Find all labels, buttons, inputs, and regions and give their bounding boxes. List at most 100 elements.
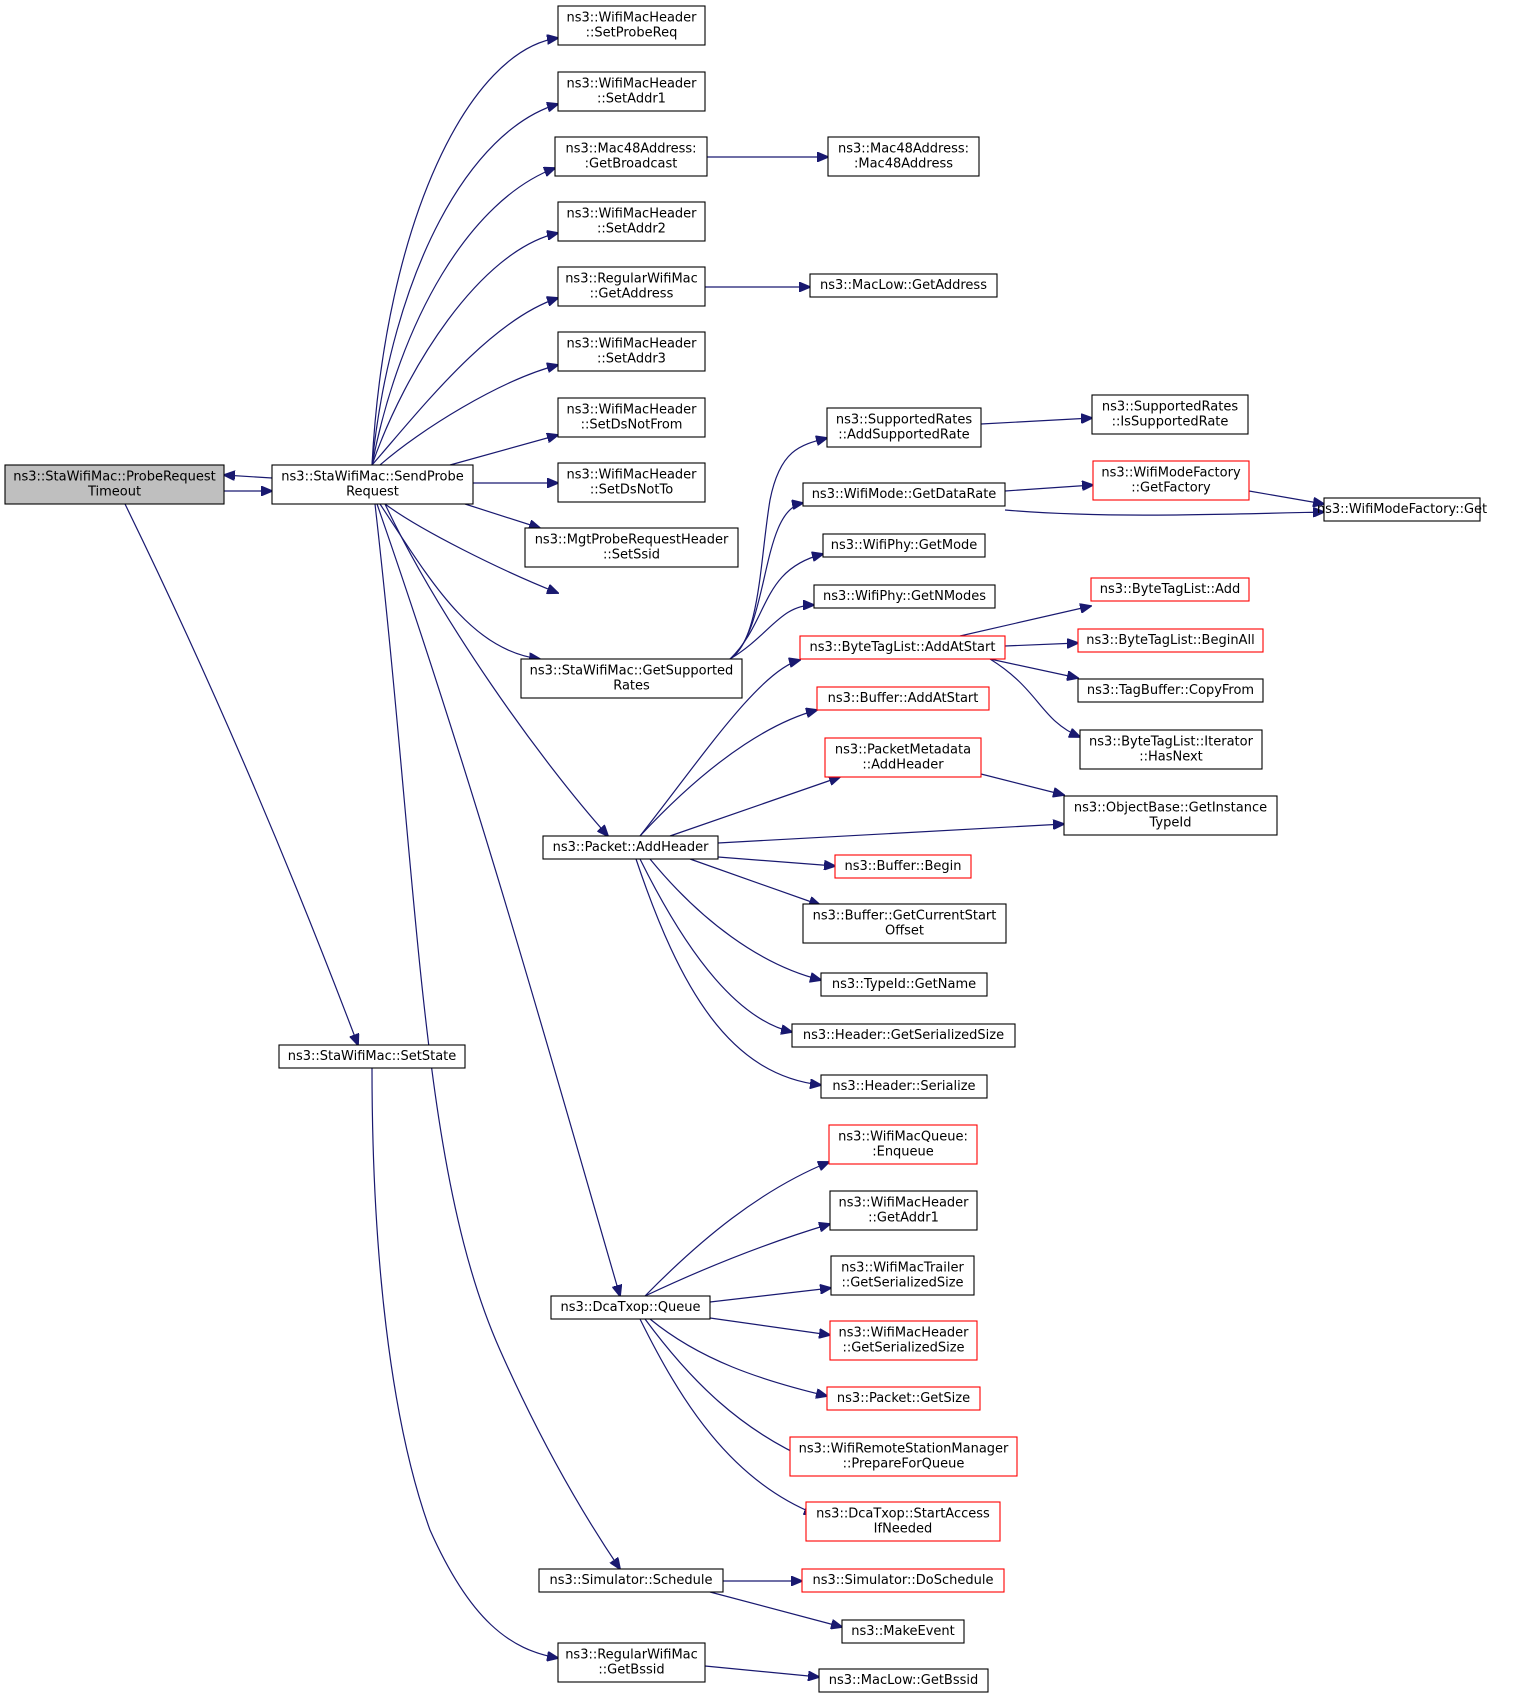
edge-send_probe-to-get_ssid [384, 503, 558, 593]
node-label-line: ns3::TagBuffer::CopyFrom [1087, 683, 1254, 698]
node-set-state[interactable]: ns3::StaWifiMac::SetState [278, 1044, 466, 1069]
node-simulator-schedule[interactable]: ns3::Simulator::Schedule [538, 1568, 724, 1593]
node-btl-add-at-start[interactable]: ns3::ByteTagList::AddAtStart [799, 635, 1006, 660]
edge-send_probe-to-get_broadcast [371, 168, 555, 466]
node-packet-add-header[interactable]: ns3::Packet::AddHeader [542, 835, 719, 860]
node-box [1079, 729, 1263, 770]
node-label-line: ::HasNext [1139, 750, 1203, 765]
node-set-probe-req[interactable]: ns3::WifiMacHeader::SetProbeReq [557, 5, 706, 46]
node-header-serialize[interactable]: ns3::Header::Serialize [820, 1074, 988, 1099]
node-get-mode[interactable]: ns3::WifiPhy::GetMode [822, 533, 986, 558]
node-wmq-enqueue[interactable]: ns3::WifiMacQueue::Enqueue [828, 1124, 978, 1165]
node-label-line: ns3::WifiMacHeader [838, 1196, 969, 1211]
node-box [542, 835, 719, 860]
edge-packet_add_header-to-typeid_get_name [649, 858, 821, 980]
node-simulator-do-schedule[interactable]: ns3::Simulator::DoSchedule [801, 1568, 1005, 1593]
node-dcatxop-queue[interactable]: ns3::DcaTxop::Queue [550, 1295, 711, 1320]
node-set-addr1[interactable]: ns3::WifiMacHeader::SetAddr1 [557, 71, 706, 112]
node-box [829, 1320, 978, 1361]
node-get-factory[interactable]: ns3::WifiModeFactory::GetFactory [1092, 460, 1250, 501]
node-buffer-begin[interactable]: ns3::Buffer::Begin [834, 854, 972, 879]
node-pm-add-header[interactable]: ns3::PacketMetadata::AddHeader [824, 737, 982, 778]
node-header-get-serialized-size[interactable]: ns3::Header::GetSerializedSize [791, 1023, 1016, 1048]
node-set-ds-not-from[interactable]: ns3::WifiMacHeader::SetDsNotFrom [557, 397, 706, 438]
node-box [557, 201, 706, 242]
node-get-broadcast[interactable]: ns3::Mac48Address::GetBroadcast [554, 136, 708, 177]
node-set-addr2[interactable]: ns3::WifiMacHeader::SetAddr2 [557, 201, 706, 242]
node-btl-iter-has-next[interactable]: ns3::ByteTagList::Iterator::HasNext [1079, 729, 1263, 770]
node-set-ssid[interactable]: ns3::MgtProbeRequestHeader::SetSsid [524, 527, 739, 568]
node-is-supported-rate[interactable]: ns3::SupportedRates::IsSupportedRate [1091, 394, 1249, 435]
node-label-line: ns3::ByteTagList::BeginAll [1086, 633, 1254, 648]
node-label-line: ns3::RegularWifiMac [565, 1648, 698, 1663]
edge-send_probe-to-set_addr3 [379, 365, 558, 466]
node-rwm-get-bssid[interactable]: ns3::RegularWifiMac::GetBssid [557, 1642, 706, 1683]
node-wmt-get-serialized-size[interactable]: ns3::WifiMacTrailer::GetSerializedSize [830, 1255, 975, 1296]
node-label-line: ::AddHeader [862, 758, 944, 773]
node-box [818, 1668, 989, 1693]
edge-dcatxop_queue-to-wmh_get_serialized_size [709, 1317, 830, 1335]
edge-send_probe-to-set_addr2 [371, 233, 558, 466]
node-box [809, 273, 998, 298]
node-rwm-get-address[interactable]: ns3::RegularWifiMac::GetAddress [557, 266, 706, 307]
node-wrsm-prepare-for-queue[interactable]: ns3::WifiRemoteStationManager::PrepareFo… [789, 1436, 1018, 1477]
node-set-ds-not-to[interactable]: ns3::WifiMacHeader::SetDsNotTo [557, 462, 706, 503]
node-box [820, 1074, 988, 1099]
edge-layer [124, 38, 1324, 1677]
node-box [820, 972, 988, 997]
node-btl-add[interactable]: ns3::ByteTagList::Add [1090, 577, 1250, 602]
node-btl-begin-all[interactable]: ns3::ByteTagList::BeginAll [1077, 628, 1264, 653]
node-mac48address[interactable]: ns3::Mac48Address::Mac48Address [827, 136, 980, 177]
edge-probe_timeout-to-set_state [124, 503, 358, 1045]
node-box [550, 1295, 711, 1320]
node-packet-get-size[interactable]: ns3::Packet::GetSize [826, 1386, 981, 1411]
node-maclow-get-address[interactable]: ns3::MacLow::GetAddress [809, 273, 998, 298]
node-box [802, 903, 1007, 944]
node-add-supported-rate[interactable]: ns3::SupportedRates::AddSupportedRate [826, 407, 982, 448]
node-typeid-get-name[interactable]: ns3::TypeId::GetName [820, 972, 988, 997]
node-box [828, 1124, 978, 1165]
node-box [816, 686, 990, 711]
node-buffer-add-at-start[interactable]: ns3::Buffer::AddAtStart [816, 686, 990, 711]
edge-btl_add_at_start-to-btl_add [959, 606, 1091, 637]
edge-packet_add_header-to-buffer_get_current_start [689, 858, 820, 905]
node-label-line: Request [346, 485, 399, 500]
node-get-n-modes[interactable]: ns3::WifiPhy::GetNModes [813, 584, 996, 609]
node-set-addr3[interactable]: ns3::WifiMacHeader::SetAddr3 [557, 331, 706, 372]
node-box [1077, 628, 1264, 653]
edge-pm_add_header-to-ob_get_instance_typeid [980, 773, 1064, 795]
node-label-line: ns3::Simulator::Schedule [549, 1573, 712, 1588]
edge-add_supported_rate-to-is_supported_rate [980, 418, 1092, 425]
edge-get_data_rate-to-get_factory [1004, 485, 1093, 492]
node-label-line: ::GetSerializedSize [842, 1341, 964, 1356]
node-layer: ns3::StaWifiMac::ProbeRequestTimeoutns3:… [4, 5, 1487, 1693]
edge-dcatxop_queue-to-wmh_get_addr1 [644, 1224, 830, 1297]
node-wmh-get-addr1[interactable]: ns3::WifiMacHeader::GetAddr1 [829, 1190, 978, 1231]
node-label-line: ns3::WifiModeFactory::Get [1317, 502, 1487, 517]
node-box [1077, 678, 1264, 703]
node-maclow-get-bssid[interactable]: ns3::MacLow::GetBssid [818, 1668, 989, 1693]
edge-btl_add_at_start-to-btl_begin_all [1004, 643, 1078, 646]
node-box [801, 1568, 1005, 1593]
node-label-line: ns3::MacLow::GetBssid [829, 1673, 979, 1688]
node-label-line: ns3::WifiMode::GetDataRate [812, 487, 997, 502]
node-tagbuffer-copy-from[interactable]: ns3::TagBuffer::CopyFrom [1077, 678, 1264, 703]
node-label-line: ::PrepareForQueue [843, 1457, 965, 1472]
node-get-data-rate[interactable]: ns3::WifiMode::GetDataRate [802, 482, 1006, 507]
node-wmh-get-serialized-size[interactable]: ns3::WifiMacHeader::GetSerializedSize [829, 1320, 978, 1361]
edge-packet_add_header-to-header_serialize [635, 858, 821, 1085]
node-label-line: ns3::WifiPhy::GetMode [831, 538, 978, 553]
edge-send_probe-to-set_probe_req [371, 38, 558, 466]
node-make-event[interactable]: ns3::MakeEvent [841, 1619, 965, 1644]
edge-packet_add_header-to-buffer_add_at_start [639, 710, 817, 837]
node-wmf-get[interactable]: ns3::WifiModeFactory::Get [1317, 497, 1487, 522]
node-label-line: ::GetSerializedSize [841, 1276, 963, 1291]
